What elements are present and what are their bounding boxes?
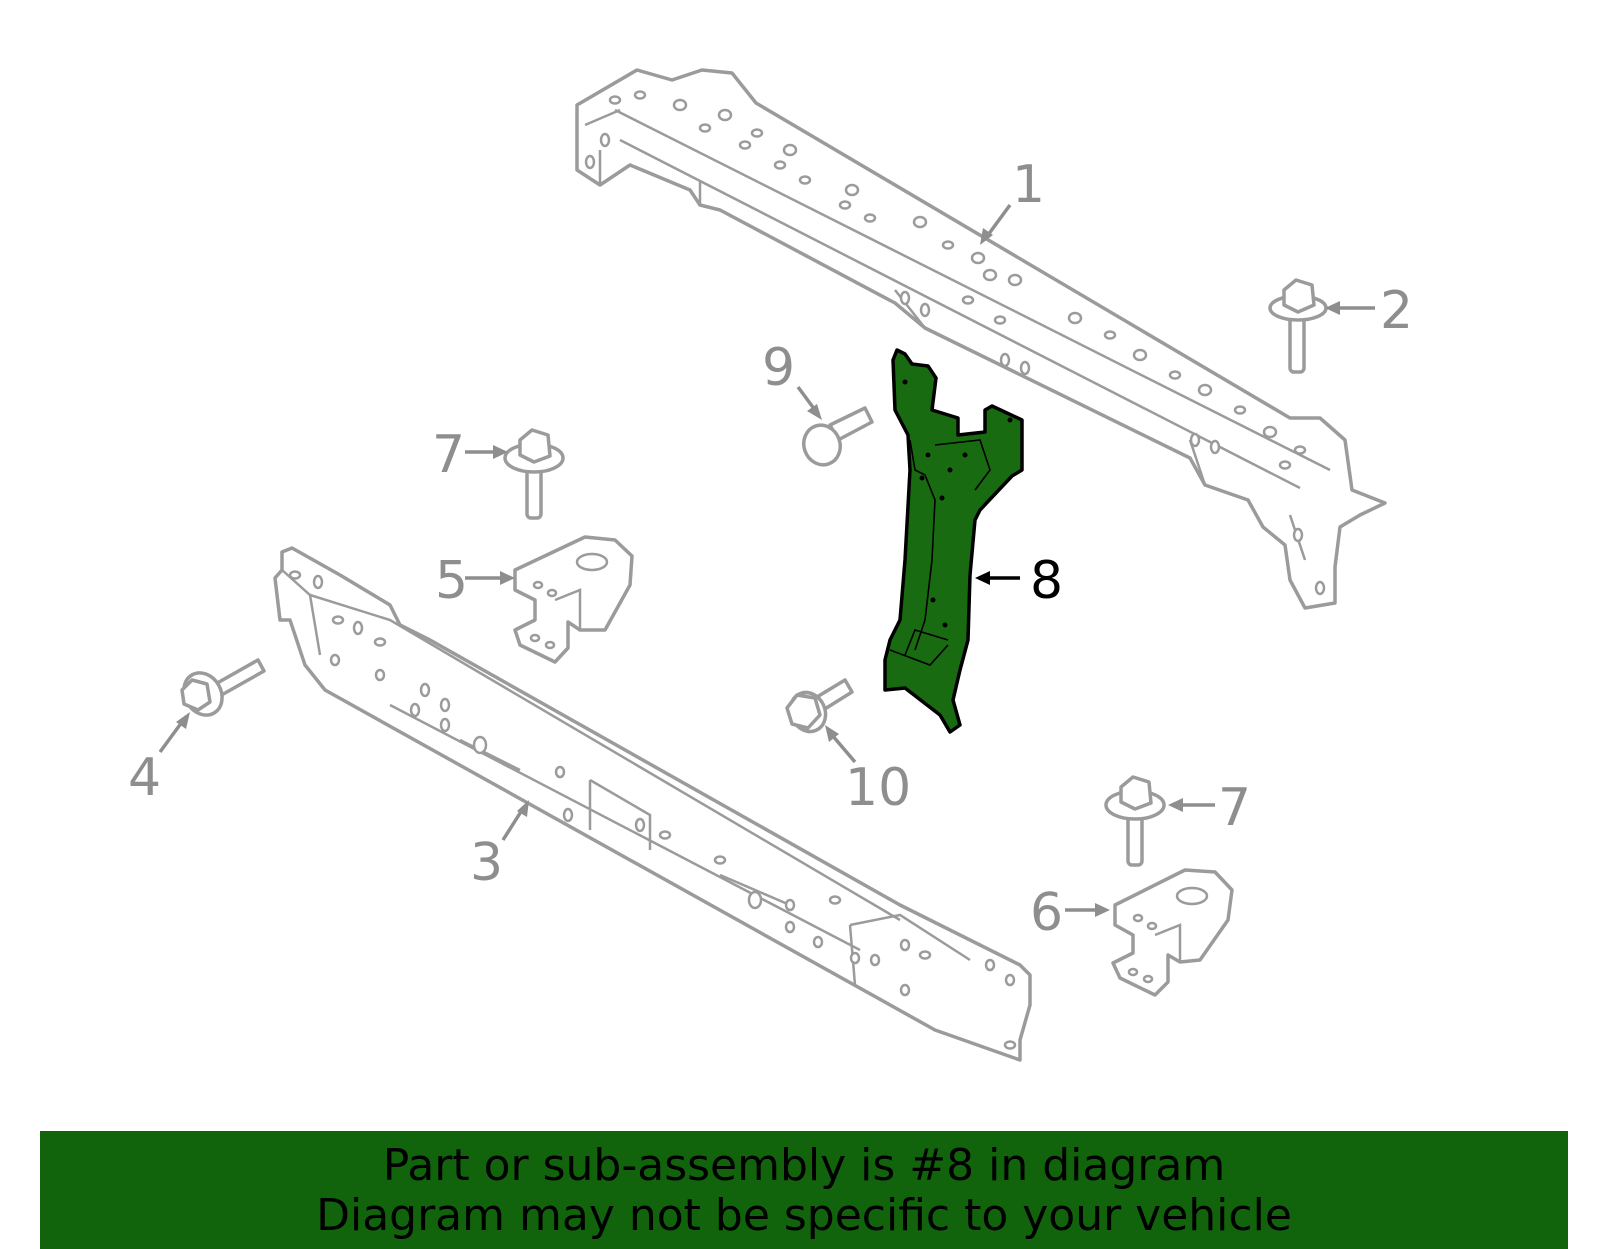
part-3-lower-crossmember [273, 546, 1032, 1062]
callout-labels: 1 2 3 4 5 6 7 7 8 9 10 [128, 155, 1413, 943]
info-banner: Part or sub-assembly is #8 in diagram Di… [40, 1131, 1568, 1249]
callout-1: 1 [1012, 155, 1045, 215]
banner-line-2: Diagram may not be specific to your vehi… [316, 1190, 1292, 1241]
callout-4: 4 [128, 748, 161, 808]
part-4-bolt [180, 658, 266, 717]
callout-5: 5 [435, 551, 468, 611]
part-1-holes [584, 90, 1326, 596]
part-5-bracket [513, 535, 634, 664]
callout-2: 2 [1380, 281, 1413, 341]
callout-7-lower: 7 [1218, 778, 1251, 838]
part-1-upper-crossmember [575, 68, 1387, 610]
part-6-bracket [1111, 868, 1234, 997]
banner-line-1: Part or sub-assembly is #8 in diagram [382, 1140, 1226, 1191]
leader-lines [158, 203, 1375, 917]
part-9-bolt [802, 406, 874, 467]
part-2-bolt [1268, 278, 1328, 374]
callout-6: 6 [1030, 883, 1063, 943]
part-10-bolt [785, 678, 854, 734]
part-7-bolt-lower [1104, 775, 1166, 867]
part-7-bolt-upper [503, 428, 565, 520]
part-8-highlighted-support [883, 348, 1024, 734]
part-3-holes [288, 570, 1017, 1050]
callout-9: 9 [762, 338, 795, 398]
callout-3: 3 [470, 833, 503, 893]
callout-8: 8 [1030, 551, 1063, 611]
callout-10: 10 [845, 758, 911, 818]
callout-7-upper: 7 [432, 425, 465, 485]
